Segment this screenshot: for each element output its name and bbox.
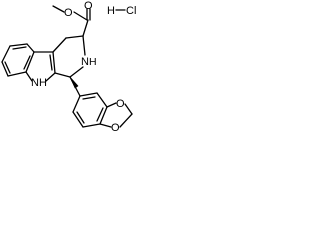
piperidine-ring xyxy=(49,35,86,78)
aryl-bond-4 xyxy=(82,123,101,128)
dioxole-bond-upper-aryl xyxy=(106,102,117,108)
benz-bond-4 xyxy=(1,45,11,63)
aryl-inner-bond-c xyxy=(76,111,85,124)
n9-c8a-bond xyxy=(25,71,33,82)
dioxole-bond-lower-ch2 xyxy=(119,113,133,128)
benz-bond-1 xyxy=(25,51,35,73)
chemical-structure-diagram: O O N H NH O O H Cl xyxy=(1,0,136,134)
hcl-h-label: H xyxy=(107,5,115,17)
c3-c4-bond xyxy=(65,35,84,39)
benz-bond-6 xyxy=(26,43,35,53)
ester-o-carbonyl-bond xyxy=(73,11,88,21)
benz-inner-bond-c xyxy=(12,46,27,50)
methyl-ester-group xyxy=(52,5,91,37)
benz-bond-5 xyxy=(9,43,28,47)
dioxole-ring xyxy=(99,102,133,128)
aryl-bond-1 xyxy=(79,92,98,97)
benzodioxole-benzene-ring xyxy=(72,92,108,128)
hcl-cl-label: Cl xyxy=(126,5,136,17)
c1-c9a-bond xyxy=(54,72,71,78)
pyrrole-ring xyxy=(25,51,56,82)
dioxole-oxygen-upper-label: O xyxy=(116,98,125,110)
carbonyl-oxygen-label: O xyxy=(84,0,93,12)
aryl-bond-6 xyxy=(72,95,81,113)
c4a-c9a-inner-bond xyxy=(49,54,53,71)
ring-amine-h-label: H xyxy=(89,56,97,68)
methyl-bond xyxy=(52,5,65,13)
indole-benzene-ring xyxy=(1,43,35,77)
aryl-inner-bond-b xyxy=(96,107,104,122)
c9a-n9-bond xyxy=(45,72,56,82)
c4a-c9a-bond xyxy=(52,51,56,74)
benz-inner-bond-b xyxy=(4,61,11,74)
indole-nh-label: NH xyxy=(31,77,47,89)
ring-amine-label: N xyxy=(81,56,89,68)
aryl-bond-3 xyxy=(99,106,108,125)
benz-bond-2 xyxy=(7,71,27,77)
dioxole-oxygen-lower-label: O xyxy=(111,122,120,134)
benz-inner-bond-a xyxy=(23,55,31,70)
carbonyl-to-c3-bond xyxy=(82,19,89,37)
aryl-bond-2 xyxy=(96,92,108,108)
dioxole-bond-upper-ch2 xyxy=(124,103,133,115)
aryl-inner-bond-a xyxy=(82,96,96,100)
benz-bond-3 xyxy=(1,61,9,77)
dioxole-bond-lower-aryl xyxy=(99,123,112,128)
n2-c1-bond xyxy=(69,66,84,78)
aryl-bond-5 xyxy=(72,111,84,128)
ester-oxygen-label: O xyxy=(64,7,73,19)
c1-stereo-wedge xyxy=(69,76,79,89)
c4-c4a-bond xyxy=(52,37,67,53)
c3-n2-bond xyxy=(82,35,86,56)
